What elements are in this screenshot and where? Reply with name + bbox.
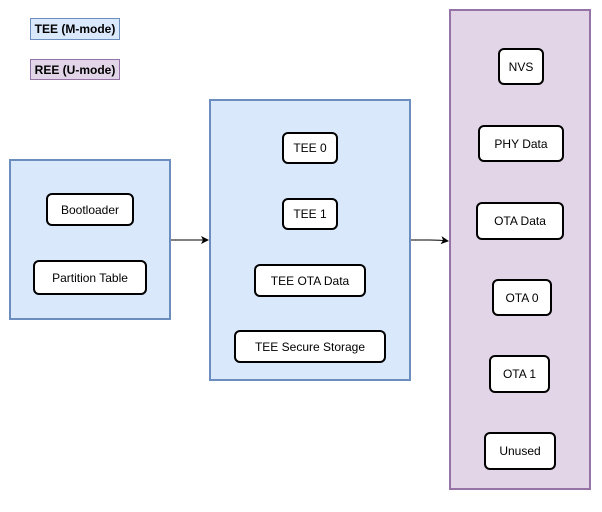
partition-ota-1: OTA 1 [489,355,550,393]
partition-label: OTA 0 [505,290,539,305]
partition-label: Bootloader [60,202,120,217]
partition-phy-data: PHY Data [478,125,564,162]
legend-tee: TEE (M-mode) [30,18,120,40]
arrow-tee-to-ree [411,236,449,245]
partition-tee-ota-data: TEE OTA Data [254,264,366,297]
partition-label: TEE Secure Storage [254,339,366,354]
partition-label: Partition Table [52,270,128,285]
partition-label: OTA Data [494,214,546,228]
legend-ree-label: REE (U-mode) [34,62,116,77]
partition-label: PHY Data [494,136,548,151]
partition-label: TEE 1 [293,207,327,221]
partition-nvs: NVS [498,48,544,85]
partition-label: NVS [508,59,534,74]
partition-label: Unused [499,444,541,458]
partition-ota-0: OTA 0 [492,279,552,316]
partition-tee-0: TEE 0 [282,132,338,164]
legend-ree: REE (U-mode) [30,59,120,80]
partition-unused: Unused [484,432,556,470]
partition-table: Partition Table [33,260,147,295]
partition-label: TEE OTA Data [270,273,350,288]
partition-bootloader: Bootloader [46,193,134,226]
partition-label: TEE 0 [293,141,327,155]
partition-tee-secure-storage: TEE Secure Storage [234,330,386,363]
ree-region [449,9,591,490]
legend-tee-label: TEE (M-mode) [34,22,116,36]
partition-ota-data: OTA Data [476,202,564,240]
partition-tee-1: TEE 1 [282,198,338,230]
partition-label: OTA 1 [502,367,537,381]
